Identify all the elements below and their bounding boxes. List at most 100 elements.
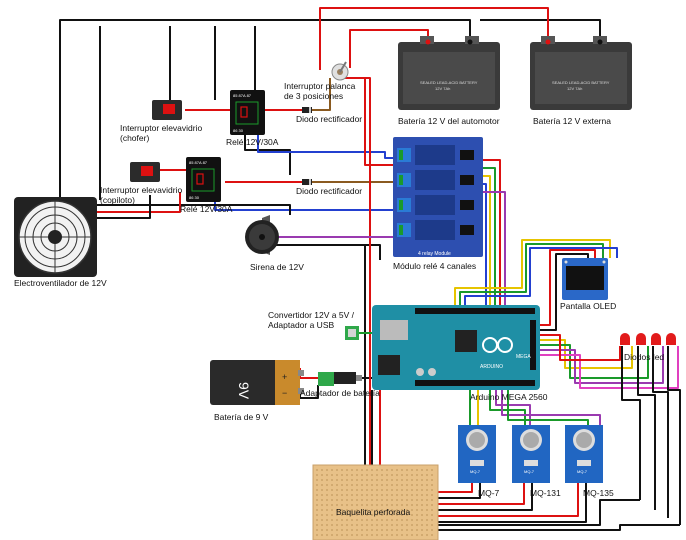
label-switch-copilot: Interruptor elevavidrio (copiloto) — [100, 185, 183, 205]
sensor-chip-3: MQ-7 — [577, 469, 588, 474]
wire-blue-r1 — [257, 135, 400, 159]
wire-black-siren — [265, 244, 381, 260]
label-converter: Convertidor 12V a 5V / Adaptador a USB — [268, 310, 354, 330]
label-arduino: Arduino MEGA 2560 — [470, 392, 548, 402]
wire-black-s3 — [430, 483, 587, 523]
diode-top-icon — [302, 107, 312, 113]
sensor-chip-1: MQ-7 — [470, 469, 481, 474]
svg-text:86 30: 86 30 — [189, 195, 200, 200]
wire-red-fan — [95, 192, 181, 213]
wire-black-5 — [480, 19, 601, 42]
svg-text:85 87A 87: 85 87A 87 — [189, 160, 208, 165]
wire-red-rm-ard — [480, 159, 501, 320]
wire-red-s2 — [430, 483, 525, 505]
label-mq135: MQ-135 — [583, 488, 614, 498]
label-battery-9v: Batería de 9 V — [214, 412, 269, 422]
oled-display-icon — [562, 258, 608, 300]
label-battery-car: Batería 12 V del automotor — [398, 116, 500, 126]
battery-ext-brand: SEALED LEAD-ACID BATTERY — [552, 80, 610, 85]
wire-red-s1 — [430, 483, 473, 493]
label-mq131: MQ-131 — [530, 488, 561, 498]
label-mq7: MQ-7 — [478, 488, 500, 498]
label-relay-module: Módulo relé 4 canales — [393, 261, 477, 271]
wire-red-top — [319, 7, 549, 70]
battery-car-brand: SEALED LEAD-ACID BATTERY — [420, 80, 478, 85]
label-siren: Sirena de 12V — [250, 262, 304, 272]
svg-text:+: + — [282, 372, 287, 382]
wire-black-fan — [95, 204, 291, 215]
label-fan: Electroventilador de 12V — [14, 278, 107, 288]
wire-black-s2 — [430, 483, 533, 511]
wire-red-s3 — [430, 483, 579, 517]
label-diode-bottom: Diodo rectificador — [296, 186, 363, 196]
arduino-logo-text: ARDUINO — [480, 364, 503, 370]
wire-red-lever2 — [345, 77, 371, 240]
sensor-mq7-icon: MQ-7 — [458, 425, 496, 483]
label-oled: Pantalla OLED — [560, 301, 617, 311]
wire-purple-led — [540, 346, 664, 384]
wire-black-bus-bottom — [430, 499, 640, 526]
wire-yellow-rm-ard — [480, 175, 491, 316]
wire-yellow-led — [540, 339, 633, 369]
arduino-board-icon: ARDUINO MEGA — [372, 305, 540, 390]
svg-text:85 87A 87: 85 87A 87 — [233, 93, 252, 98]
label-battery-ext: Batería 12 V externa — [533, 116, 611, 126]
sensor-chip-2: MQ-7 — [524, 469, 535, 474]
wire-black-top — [59, 19, 471, 200]
switch-copilot-icon — [130, 162, 160, 182]
arduino-model-text: MEGA — [516, 354, 531, 360]
wire-purple-rm-ard — [480, 191, 506, 316]
label-leds: Diodos led — [624, 352, 665, 362]
led-icon — [620, 333, 676, 345]
wire-red-oled — [540, 249, 596, 326]
relay-module-title: 4 relay Module — [418, 251, 451, 257]
converter-icon — [345, 326, 359, 340]
battery-ext-icon: SEALED LEAD-ACID BATTERY 12V 7Ah — [530, 36, 632, 110]
wire-brown-d1 — [312, 78, 331, 111]
wire-green-mq135 — [507, 390, 589, 425]
fan-icon — [14, 197, 97, 277]
sensor-mq131-icon: MQ-7 — [512, 425, 550, 483]
wire-pink-led — [540, 346, 679, 389]
svg-text:−: − — [282, 388, 287, 398]
siren-icon — [245, 215, 279, 255]
wire-blue-r2 — [214, 195, 400, 211]
adapter-icon — [318, 372, 362, 386]
battery-ext-rating: 12V 7Ah — [567, 86, 582, 91]
battery-car-rating: 12V 7Ah — [435, 86, 450, 91]
label-relay-bottom: Relé 12V/30A — [180, 204, 233, 214]
wire-red-led — [540, 334, 621, 361]
wire-black-fan2 — [95, 195, 151, 219]
wire-black-s1 — [430, 483, 481, 499]
wire-purple-mq135 — [501, 390, 601, 425]
switch-driver-icon — [152, 100, 182, 120]
wire-black-led1 — [621, 346, 641, 500]
relay-module-icon: 4 relay Module — [393, 137, 483, 257]
label-switch-driver: Interruptor elevavidrio (chofer) — [120, 123, 203, 143]
label-adapter: Adaptador de batería — [300, 388, 380, 398]
label-diode-top: Diodo rectificador — [296, 114, 363, 124]
wire-green-rm-ard — [480, 167, 496, 318]
diode-bottom-icon — [302, 179, 312, 185]
wire-black-led3 — [652, 346, 669, 518]
wire-black-led4 — [667, 346, 681, 525]
wire-green-oled — [459, 243, 604, 316]
svg-text:86 30: 86 30 — [233, 128, 244, 133]
lever-switch-icon — [331, 61, 349, 81]
battery-9v-icon: 9V + − — [210, 360, 304, 405]
wire-yellow-oled — [454, 239, 611, 316]
sensor-mq135-icon: MQ-7 — [565, 425, 603, 483]
wire-black-r1 — [244, 135, 291, 175]
relay-bottom-icon: 85 87A 87 86 30 — [186, 157, 221, 202]
label-lever-switch: Interruptor palanca de 3 posiciones — [284, 81, 356, 101]
label-relay-top: Relé 12V/30A — [226, 137, 279, 147]
battery-car-icon: SEALED LEAD-ACID BATTERY 12V 7Ah — [398, 36, 500, 110]
battery-9v-mark: 9V — [236, 382, 252, 400]
perfboard-icon — [312, 464, 439, 540]
wire-black-bus-bottom2 — [430, 524, 680, 531]
relay-top-icon: 85 87A 87 86 30 — [230, 90, 265, 135]
wire-black-oled — [540, 253, 589, 331]
wire-blue-oled — [464, 247, 618, 316]
